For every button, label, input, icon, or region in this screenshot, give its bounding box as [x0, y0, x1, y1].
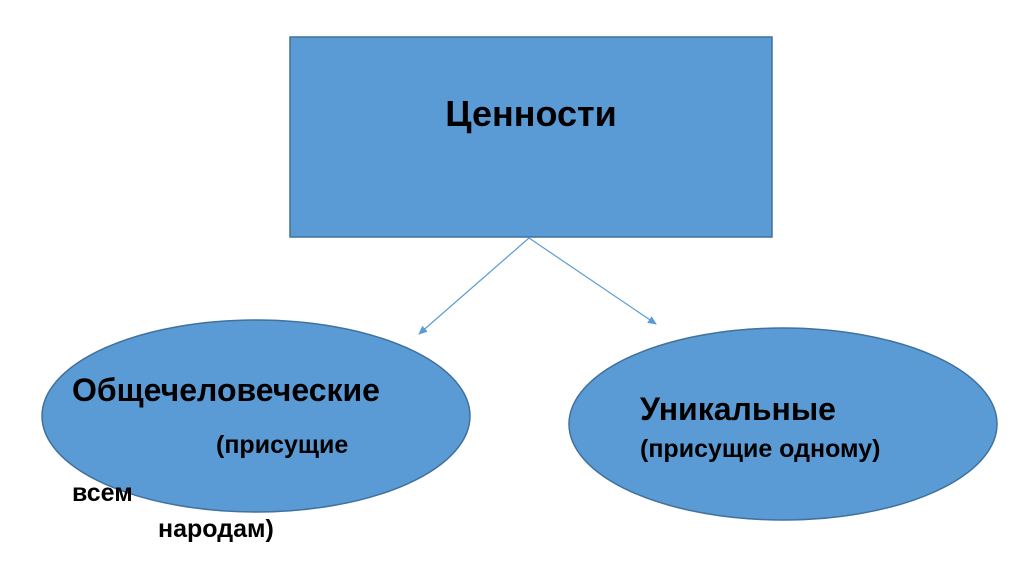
connector-left [418, 237, 530, 335]
root-label: Ценности [445, 93, 617, 134]
right-node [568, 327, 998, 521]
left-node [41, 319, 471, 513]
left-node-subtitle-line2: всем [72, 479, 133, 507]
left-node-subtitle-line3: народам) [158, 515, 274, 543]
left-node-title: Общечеловеческие [72, 372, 380, 408]
right-node-title: Уникальные [640, 391, 836, 427]
root-box [289, 36, 773, 238]
connector-right [528, 237, 657, 325]
left-node-subtitle-line1: (присущие [216, 431, 349, 459]
right-node-subtitle: (присущие одному) [640, 435, 881, 463]
